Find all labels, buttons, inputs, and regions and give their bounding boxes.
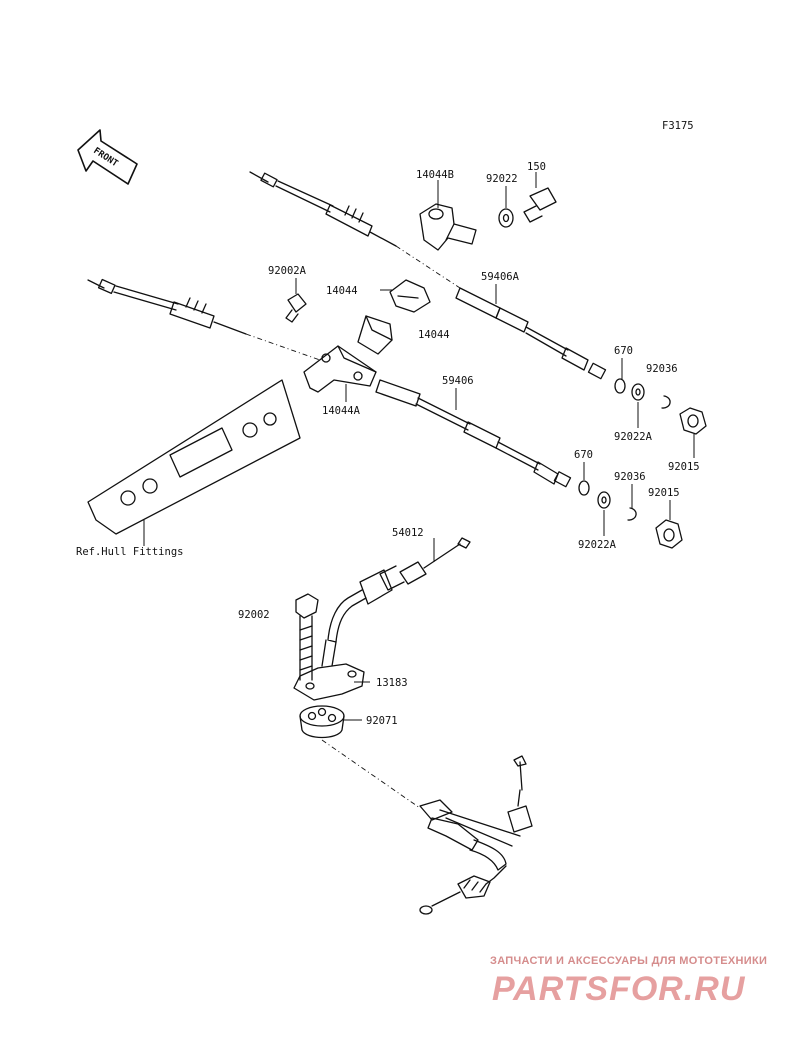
label-92036-lower: 92036 [614, 471, 646, 483]
label-14044B: 14044B [416, 169, 454, 181]
cable-59406A [249, 171, 607, 380]
label-14044-lower: 14044 [418, 329, 450, 341]
clamp-14044-lower [357, 315, 393, 355]
label-ref-hull-fittings: Ref.Hull Fittings [76, 546, 183, 558]
cable-54012 [321, 537, 471, 667]
ring-670-upper [614, 378, 626, 394]
clip-92036-lower [627, 507, 637, 521]
clip-92036-upper [661, 395, 671, 409]
label-13183: 13183 [376, 677, 408, 689]
grommet-92071 [299, 705, 345, 739]
label-59406A: 59406A [481, 271, 520, 283]
front-arrow-icon: FRONT [77, 129, 138, 185]
bolt-92002A [285, 293, 307, 323]
label-92015-upper: 92015 [668, 461, 700, 473]
clamp-14044B [419, 203, 477, 251]
cable-59406 [87, 278, 572, 488]
label-14044A: 14044A [322, 405, 361, 417]
figure-code: F3175 [662, 120, 694, 132]
nut-92015-lower [655, 519, 683, 549]
label-670-upper: 670 [614, 345, 633, 357]
label-14044-upper: 14044 [326, 285, 358, 297]
leader-lines [143, 172, 695, 721]
washer-92022A-upper [631, 383, 645, 401]
label-670-lower: 670 [574, 449, 593, 461]
label-92022: 92022 [486, 173, 518, 185]
nut-92015-upper [679, 407, 707, 435]
choke-cable [321, 739, 533, 915]
hull-bracket-plate [87, 379, 301, 535]
label-92036-upper: 92036 [646, 363, 678, 375]
watermark-tagline: ЗАПЧАСТИ И АКСЕССУАРЫ ДЛЯ МОТОТЕХНИКИ [490, 955, 767, 967]
plate-13183 [293, 663, 365, 701]
washer-92022 [498, 208, 514, 228]
label-92071: 92071 [366, 715, 398, 727]
label-92022A-upper: 92022A [614, 431, 653, 443]
label-92022A-lower: 92022A [578, 539, 617, 551]
label-59406: 59406 [442, 375, 474, 387]
label-150: 150 [527, 161, 546, 173]
bolt-150 [523, 187, 557, 223]
bracket-14044A [303, 345, 377, 393]
label-92015-lower: 92015 [648, 487, 680, 499]
clamp-14044-upper [389, 279, 431, 313]
label-92002A: 92002A [268, 265, 307, 277]
washer-92022A-lower [597, 491, 611, 509]
bolt-92002 [295, 593, 319, 681]
label-92002: 92002 [238, 609, 270, 621]
ring-670-lower [578, 480, 590, 496]
watermark-brand: PARTSFOR.RU [492, 970, 746, 1008]
label-54012: 54012 [392, 527, 424, 539]
